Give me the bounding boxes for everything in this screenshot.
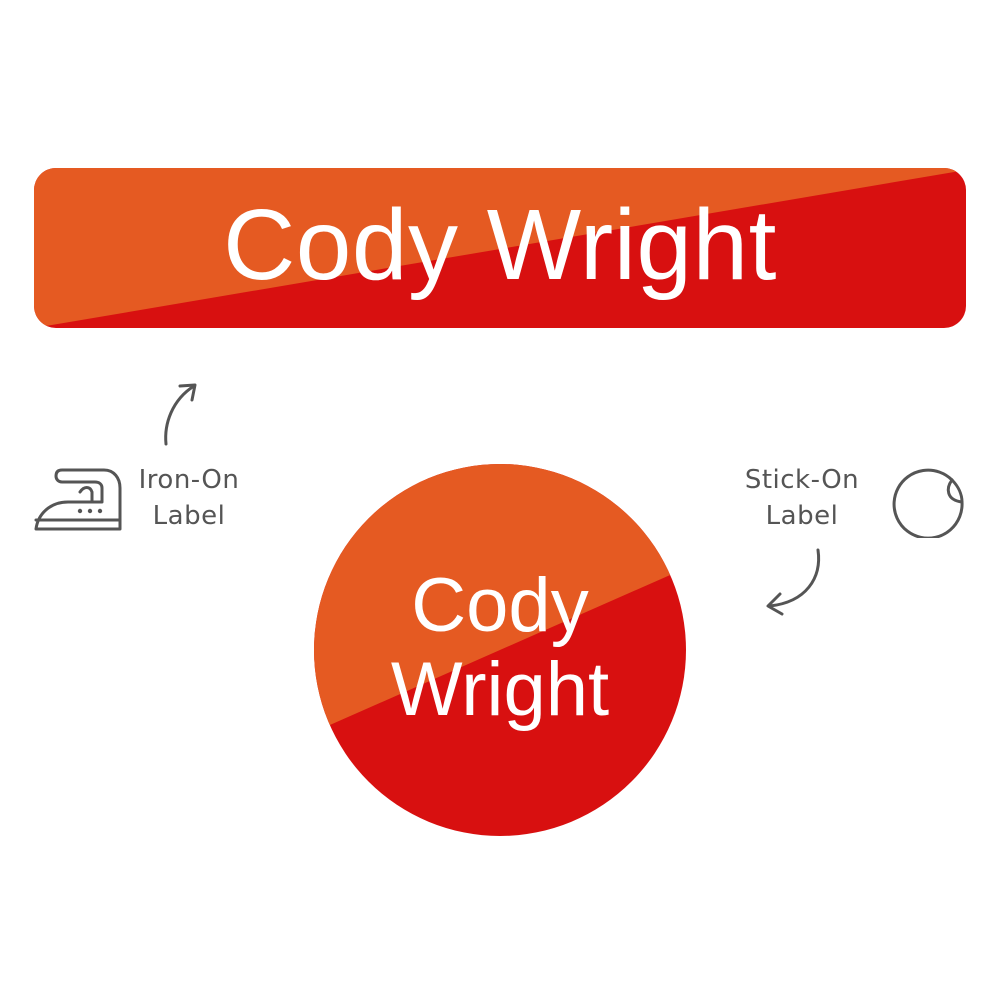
- sticker-peel-icon: [892, 468, 964, 538]
- iron-on-caption-line1: Iron-On: [138, 465, 240, 495]
- iron-icon: [34, 468, 122, 531]
- stick-on-caption-line2: Label: [765, 501, 839, 531]
- iron-on-label-preview: Cody Wright: [34, 168, 966, 328]
- circle-label-name: Cody Wright: [314, 464, 686, 836]
- stick-on-label-preview: Cody Wright: [314, 464, 686, 836]
- circle-label-name-line2: Wright: [390, 647, 610, 732]
- circle-label-name-line1: Cody: [411, 563, 589, 649]
- iron-on-caption: Iron-On Label: [126, 462, 252, 534]
- rect-label-background: [34, 168, 966, 328]
- stick-on-caption-line1: Stick-On: [744, 465, 860, 495]
- curved-arrow-down-icon: [766, 548, 821, 616]
- rect-label-name: Cody Wright: [223, 189, 777, 301]
- circle-label-background: [314, 464, 686, 836]
- iron-on-caption-line2: Label: [152, 501, 226, 531]
- stick-on-caption: Stick-On Label: [732, 462, 872, 534]
- curved-arrow-up-icon: [164, 383, 197, 446]
